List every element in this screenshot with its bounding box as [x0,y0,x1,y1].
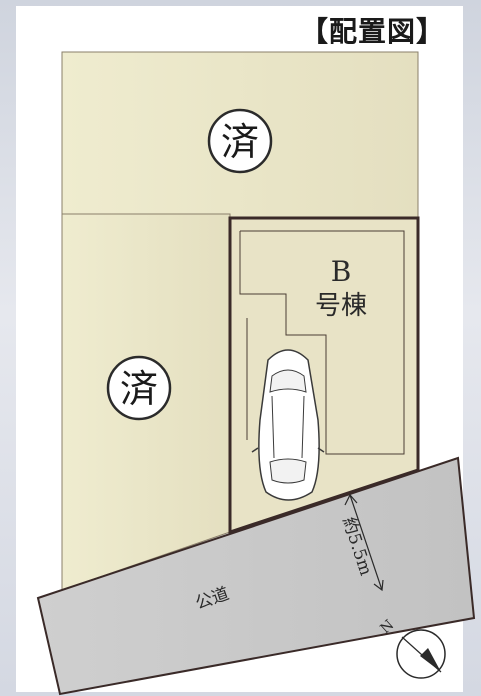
building-b-footprint [239,230,405,455]
sold-badge-lower-label: 済 [120,367,158,411]
north-arrow-icon: N [377,617,446,679]
car-icon [251,349,325,501]
public-road [36,456,476,696]
building-label-line1: B [331,255,352,288]
sold-badge-lower: 済 [106,355,172,421]
road-width-dimension [344,493,384,592]
building-label-line2: 号棟 [315,291,367,321]
sold-badge-upper: 済 [207,108,273,174]
sold-badge-upper-label: 済 [221,120,259,164]
page-title: 【配置図】 [299,15,445,48]
